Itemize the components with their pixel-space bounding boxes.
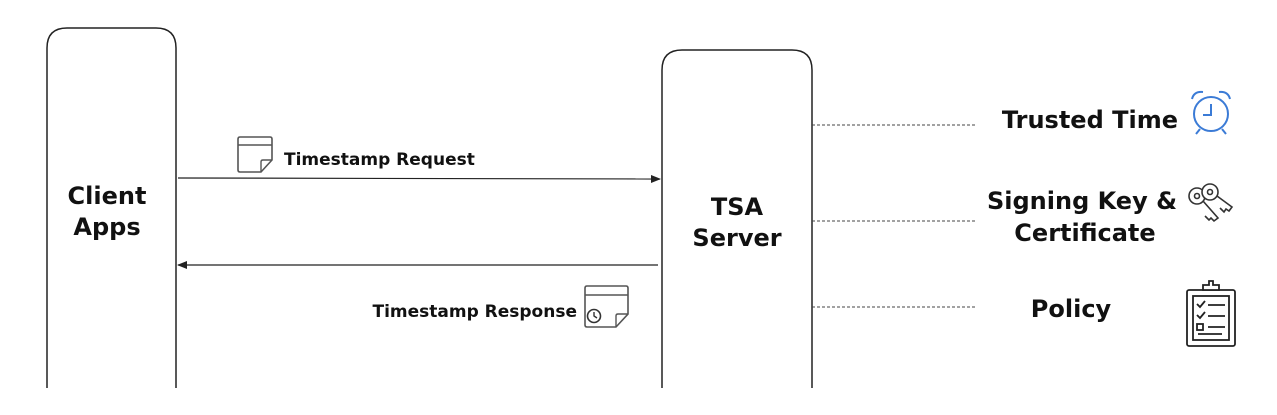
response-document-clock-icon bbox=[584, 285, 629, 328]
signing-key-label-line2: Certificate bbox=[1014, 219, 1155, 247]
signing-key-label-line1: Signing Key & bbox=[987, 187, 1177, 215]
clipboard-checklist-icon bbox=[1186, 280, 1236, 347]
tsa-server-label-line1: TSA bbox=[711, 193, 764, 221]
tsa-server-label-line2: Server bbox=[692, 224, 781, 252]
timestamp-request-arrow bbox=[177, 174, 661, 183]
timestamp-response-label: Timestamp Response bbox=[372, 302, 577, 322]
client-apps-label-line1: Client bbox=[68, 182, 147, 210]
client-apps-label-line2: Apps bbox=[73, 213, 140, 241]
policy-label: Policy bbox=[1031, 295, 1112, 323]
timestamp-request-label: Timestamp Request bbox=[284, 150, 475, 170]
tsa-server-box: TSA Server bbox=[661, 49, 813, 388]
client-apps-box: Client Apps bbox=[46, 27, 177, 388]
keys-icon bbox=[1188, 183, 1234, 223]
alarm-clock-icon bbox=[1191, 90, 1231, 135]
request-document-icon bbox=[237, 136, 273, 173]
trusted-time-label: Trusted Time bbox=[1002, 106, 1178, 134]
